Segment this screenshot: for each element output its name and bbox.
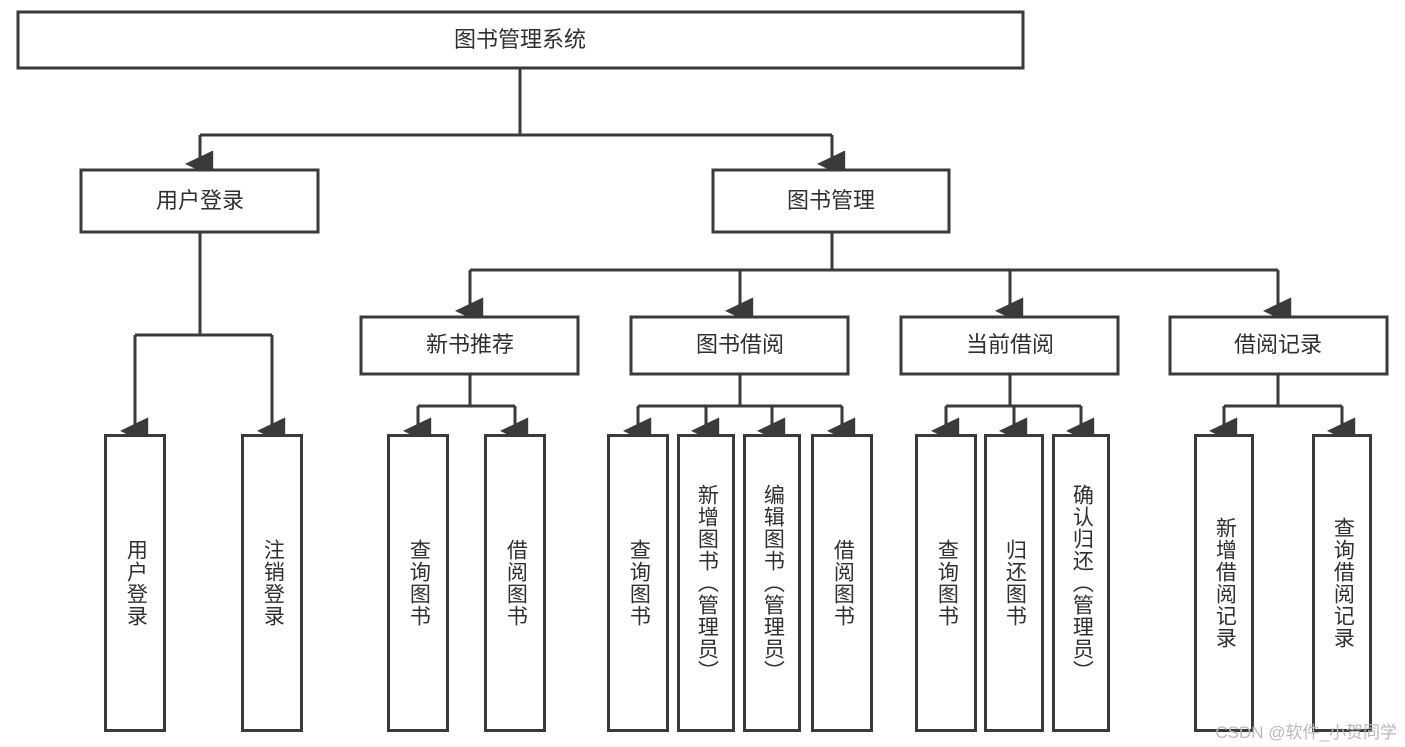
leaf-query-book-1[interactable]: 查询图书 — [387, 434, 449, 732]
leaf-add-borrow-record[interactable]: 新增借阅记录 — [1194, 434, 1254, 732]
leaf-return-book-label: 归还图书 — [1003, 539, 1027, 627]
leaf-query-borrow-record[interactable]: 查询借阅记录 — [1312, 434, 1372, 732]
node-borrow-record-box[interactable] — [1168, 315, 1389, 376]
leaf-query-book-3-label: 查询图书 — [935, 539, 959, 627]
leaf-edit-book-admin-label: 编辑图书（管理员） — [761, 484, 785, 682]
leaf-add-borrow-record-label: 新增借阅记录 — [1213, 517, 1237, 649]
node-user-login-box[interactable] — [79, 168, 320, 234]
connector-group-book-mgmt — [455, 232, 1292, 325]
node-root-box[interactable] — [16, 10, 1025, 70]
leaf-confirm-return-admin[interactable]: 确认归还（管理员） — [1052, 434, 1110, 732]
connector-group-borrow-record — [1209, 374, 1356, 445]
node-book-mgmt-box[interactable] — [711, 168, 951, 234]
leaf-edit-book-admin[interactable]: 编辑图书（管理员） — [743, 434, 801, 732]
leaf-user-login-label: 用户登录 — [124, 539, 148, 627]
leaf-query-book-1-label: 查询图书 — [407, 539, 431, 627]
node-book-borrow[interactable]: 图书借阅 — [629, 315, 850, 376]
node-book-borrow-box[interactable] — [629, 315, 850, 376]
node-current-borrow[interactable]: 当前借阅 — [899, 315, 1120, 376]
leaf-return-book[interactable]: 归还图书 — [984, 434, 1044, 732]
leaf-logout-label: 注销登录 — [261, 539, 285, 627]
node-user-login-label: 用户登录 — [156, 188, 244, 213]
leaf-user-login[interactable]: 用户登录 — [104, 434, 166, 732]
connector-group-current-borrow — [931, 374, 1095, 445]
node-current-borrow-box[interactable] — [899, 315, 1120, 376]
connector-group-book-borrow — [623, 374, 856, 445]
leaf-borrow-book-2-label: 借阅图书 — [831, 539, 855, 627]
leaf-query-book-2[interactable]: 查询图书 — [607, 434, 669, 732]
leaf-logout[interactable]: 注销登录 — [241, 434, 303, 732]
node-book-mgmt[interactable]: 图书管理 — [711, 168, 951, 234]
node-root-label: 图书管理系统 — [454, 27, 586, 52]
leaf-query-book-3[interactable]: 查询图书 — [915, 434, 977, 732]
node-borrow-record[interactable]: 借阅记录 — [1168, 315, 1389, 376]
leaf-query-borrow-record-label: 查询借阅记录 — [1331, 517, 1355, 649]
connector-group-new-book-rec — [403, 374, 529, 445]
node-book-mgmt-label: 图书管理 — [787, 188, 875, 213]
node-new-book-rec-box[interactable] — [359, 315, 580, 376]
node-root[interactable]: 图书管理系统 — [16, 10, 1025, 70]
connector-group-user-login — [120, 232, 286, 445]
leaf-borrow-book-1[interactable]: 借阅图书 — [484, 434, 546, 732]
leaf-add-book-admin[interactable]: 新增图书（管理员） — [677, 434, 735, 732]
leaf-borrow-book-2[interactable]: 借阅图书 — [811, 434, 873, 732]
csdn-watermark: CSDN @软件_小贺同学 — [1215, 723, 1397, 742]
node-new-book-rec[interactable]: 新书推荐 — [359, 315, 580, 376]
connector-group-root — [185, 68, 846, 178]
node-borrow-record-label: 借阅记录 — [1234, 332, 1322, 357]
node-current-borrow-label: 当前借阅 — [966, 332, 1054, 357]
leaf-confirm-return-admin-label: 确认归还（管理员） — [1070, 484, 1094, 682]
leaf-borrow-book-1-label: 借阅图书 — [504, 539, 528, 627]
leaf-query-book-2-label: 查询图书 — [627, 539, 651, 627]
node-new-book-rec-label: 新书推荐 — [426, 332, 514, 357]
node-user-login[interactable]: 用户登录 — [79, 168, 320, 234]
node-book-borrow-label: 图书借阅 — [696, 332, 784, 357]
leaf-add-book-admin-label: 新增图书（管理员） — [695, 484, 719, 682]
